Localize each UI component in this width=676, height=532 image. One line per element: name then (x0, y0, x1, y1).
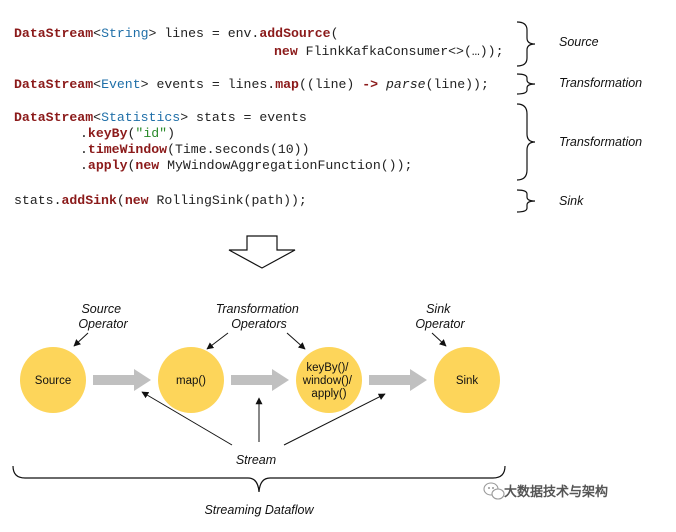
label-source-operator: Source Operator (78, 302, 128, 331)
code-block: DataStream<String> lines = env.addSource… (14, 26, 504, 208)
pointer-sink (431, 332, 447, 347)
wechat-icon (483, 482, 505, 500)
node-source: Source (20, 347, 86, 413)
node-sink: Sink (434, 347, 500, 413)
stream-pointer-left (141, 391, 233, 446)
flow-arrow-1 (93, 369, 151, 391)
node-keyby-label: keyBy()/ window()/ apply() (302, 362, 355, 400)
flow-arrow-2 (231, 369, 289, 391)
label-sink-operator: Sink Operator (415, 302, 465, 331)
node-map: map() (158, 347, 224, 413)
pointer-keyby (286, 332, 306, 350)
code-line-apply: .apply(new MyWindowAggregationFunction()… (80, 158, 412, 173)
brace-label-transformation-1: Transformation (559, 76, 642, 90)
node-keyby-window-apply: keyBy()/ window()/ apply() (296, 347, 362, 413)
brace-streaming-dataflow (12, 465, 506, 493)
brace-transformation-2 (516, 103, 536, 181)
label-streaming-dataflow: Streaming Dataflow (204, 503, 314, 517)
brace-label-sink: Sink (559, 194, 584, 208)
brace-sink (516, 189, 536, 213)
brace-transformation-1 (516, 73, 536, 95)
label-pointers (73, 332, 447, 350)
down-arrow-icon (228, 235, 296, 269)
flow-arrows (93, 369, 427, 391)
watermark-text: 大数据技术与架构 (504, 484, 608, 500)
brace-label-transformation-2: Transformation (559, 135, 642, 149)
stream-pointer-right (283, 393, 386, 446)
code-line-sink: stats.addSink(new RollingSink(path)); (14, 193, 307, 208)
brace-label-source: Source (559, 35, 599, 49)
code-line-source: DataStream<String> lines = env.addSource… (14, 26, 339, 41)
label-transformation-operators: Transformation Operators (216, 302, 303, 331)
pointer-source (73, 332, 89, 347)
pointer-map (206, 332, 229, 350)
stream-pointers (141, 391, 386, 446)
node-source-label: Source (35, 375, 71, 387)
node-map-label: map() (176, 375, 206, 387)
code-line-map: DataStream<Event> events = lines.map((li… (14, 77, 489, 92)
code-line-stats: DataStream<Statistics> stats = events (14, 110, 307, 125)
code-line-source-continued: new FlinkKafkaConsumer<>(…)); (274, 44, 504, 59)
code-line-keyby: .keyBy("id") (80, 126, 175, 141)
flow-arrow-3 (369, 369, 427, 391)
brace-source (516, 21, 536, 67)
watermark: 大数据技术与架构 (483, 482, 608, 500)
node-sink-label: Sink (456, 375, 479, 387)
code-braces (516, 21, 536, 213)
label-stream: Stream (236, 453, 276, 467)
code-line-timewindow: .timeWindow(Time.seconds(10)) (80, 142, 310, 157)
